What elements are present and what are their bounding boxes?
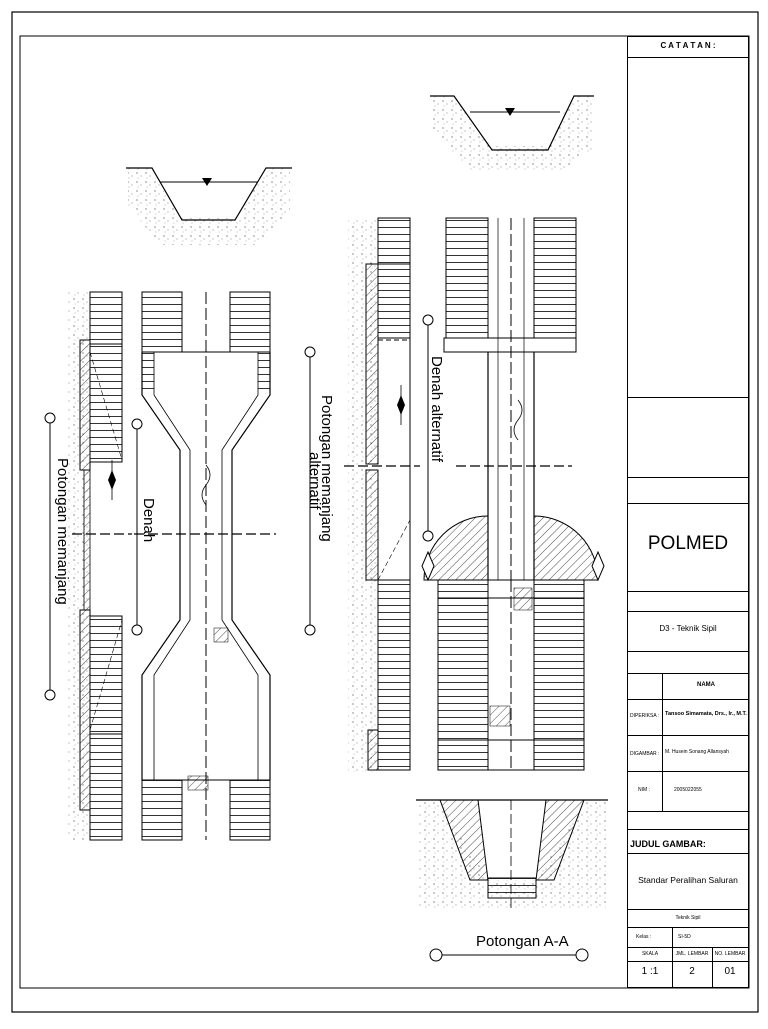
section-aa xyxy=(416,799,608,962)
section-marker-left xyxy=(44,412,56,701)
cross-section-right-top xyxy=(430,95,594,172)
cross-section-left xyxy=(126,167,292,245)
label-denah-alternatif: Denah alternatif xyxy=(428,356,445,463)
skala-value: 1 :1 xyxy=(641,966,659,977)
catatan-label: C A T A T A N : xyxy=(660,41,716,50)
diperiksa-value: Tansoo Simamata, Drs., Ir., M.T. xyxy=(665,711,747,717)
label-potongan-aa: Potongan A-A xyxy=(476,933,569,950)
section-marker-alt xyxy=(304,346,316,636)
plan-view-denah xyxy=(134,291,276,841)
judul-value: Standar Peralihan Saluran xyxy=(638,875,738,885)
skala-label: SKALA xyxy=(641,951,659,957)
diperiksa-label: DIPERIKSA : xyxy=(630,713,660,719)
no-lembar-value: 01 xyxy=(724,966,736,977)
title-block: C A T A T A N : POLMED D3 - Teknik Sipil… xyxy=(627,36,749,988)
longitudinal-section-left xyxy=(68,291,132,841)
plan-view-alt xyxy=(421,217,605,771)
longitudinal-section-alt xyxy=(344,217,420,772)
nim-label: NIM : xyxy=(638,787,650,793)
label-potongan-memanjang-alt-1: Potongan memanjang xyxy=(318,395,335,542)
jml-lembar-label: JML. LEMBAR xyxy=(675,951,709,957)
digambar-label: DIGAMBAR : xyxy=(630,751,660,757)
label-potongan-memanjang: Potongan memanjang xyxy=(54,458,71,605)
digambar-value: M. Husein Sonang Allansyah xyxy=(665,749,729,755)
nim-value: 2005022055 xyxy=(674,787,702,793)
no-lembar-label: NO. LEMBAR xyxy=(714,951,746,957)
plan-marker-left xyxy=(131,418,143,636)
judul-label: JUDUL GAMBAR: xyxy=(630,839,706,849)
inner-frame xyxy=(19,35,750,989)
nama-header: NAMA xyxy=(697,682,715,688)
institution-name: POLMED xyxy=(647,533,729,554)
plan-marker-alt xyxy=(422,314,434,542)
dept-name: Teknik Sipil xyxy=(675,915,701,921)
outer-frame xyxy=(11,11,759,1013)
kelas-label: Kelas : xyxy=(636,934,652,940)
program-name: D3 - Teknik Sipil xyxy=(659,624,717,633)
label-denah: Denah xyxy=(140,498,157,542)
jml-lembar-value: 2 xyxy=(689,966,695,977)
kelas-value: SI-5D xyxy=(678,934,691,940)
label-potongan-memanjang-alt-2: alternatif xyxy=(306,452,323,510)
